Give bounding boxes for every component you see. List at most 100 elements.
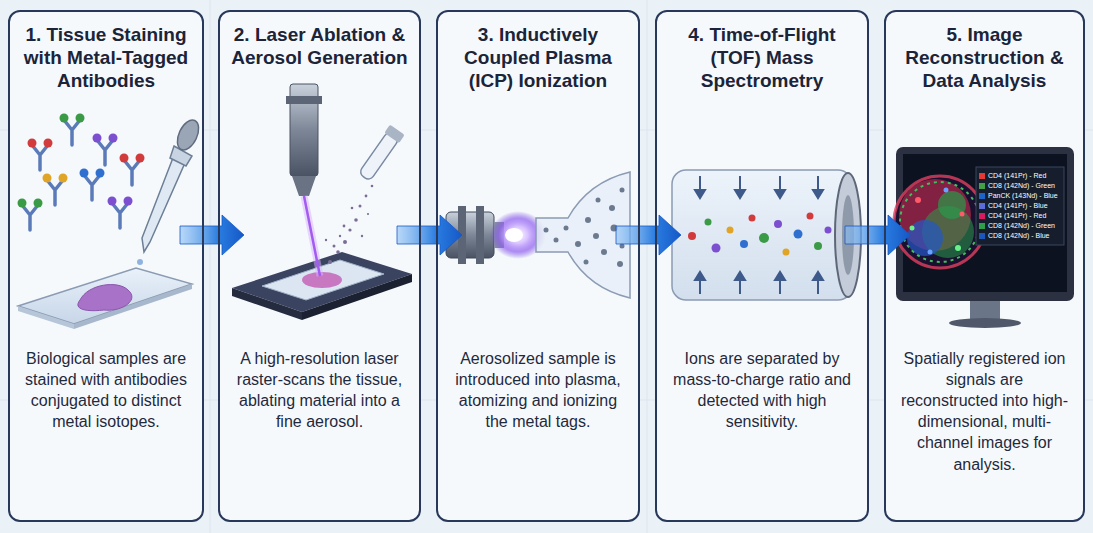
flow-arrow: [616, 215, 681, 255]
illustration-circle: [825, 227, 832, 234]
legend-swatch: [979, 233, 985, 239]
illustration-circle: [944, 188, 949, 193]
illustration-rect: [672, 170, 852, 300]
legend-label: CD8 (142Nd) - Green: [988, 221, 1055, 231]
legend-row: CD8 (142Nd) - Green: [979, 181, 1063, 191]
legend: CD4 (141Pr) - RedCD8 (142Nd) - GreenPanC…: [979, 171, 1063, 241]
legend-label: PanCK (143Nd) - Blue: [988, 191, 1058, 201]
illustration-circle: [915, 197, 921, 203]
illustration-circle: [814, 242, 822, 250]
illustration-circle: [575, 241, 581, 247]
legend-swatch: [979, 193, 985, 199]
flow-arrow: [845, 215, 910, 255]
illustration-line: [304, 196, 320, 276]
flow-arrow: [180, 215, 244, 255]
ion-particles: [544, 188, 625, 268]
legend-label: CD4 (141Pr) - Red: [988, 211, 1046, 221]
illustration-circle: [774, 220, 782, 228]
illustration-circle: [759, 233, 769, 243]
ions: [688, 213, 832, 256]
illustration-polygon: [695, 272, 705, 280]
illustration-circle: [359, 205, 362, 208]
illustration-rect: [436, 10, 640, 522]
illustration-circle: [96, 169, 105, 178]
illustration-path: [32, 145, 48, 170]
illustration-polygon: [292, 176, 316, 196]
illustration-ellipse: [505, 228, 523, 242]
illustration-circle: [80, 169, 89, 178]
illustration-path: [112, 203, 128, 228]
illustration-circle: [705, 219, 712, 226]
illustration-circle: [43, 174, 52, 183]
illustration-circle: [354, 218, 358, 222]
illustration-circle: [343, 240, 347, 244]
step-heading: 1. Tissue Staining with Metal-Tagged Ant…: [10, 24, 202, 92]
illustration-rect: [884, 10, 1085, 522]
legend-swatch: [979, 173, 985, 179]
illustration-rect: [8, 10, 204, 522]
legend-label: CD4 (141Pr) - Blue: [988, 201, 1048, 211]
tissue-image: [894, 176, 986, 268]
illustration-circle: [910, 226, 915, 231]
illustration-circle: [554, 238, 559, 243]
illustration-line: [304, 196, 320, 276]
legend-row: CD4 (141Pr) - Blue: [979, 201, 1063, 211]
illustration-ellipse: [173, 117, 203, 154]
step-heading: 4. Time-of-Flight (TOF) Mass Spectrometr…: [657, 24, 867, 92]
step-description: A high-resolution laser raster-scans the…: [220, 348, 419, 432]
illustration-circle: [60, 114, 69, 123]
illustration-circle: [333, 245, 336, 248]
illustration-polygon: [813, 272, 823, 280]
illustration-circle: [351, 207, 354, 210]
ablation-stage: [232, 252, 412, 320]
illustration-circle: [336, 250, 340, 254]
illustration-circle: [108, 197, 117, 206]
illustration-circle: [601, 249, 607, 255]
illustration-polygon: [74, 284, 192, 329]
illustration-circle: [794, 230, 803, 239]
illustration-circle: [109, 134, 118, 143]
illustration-circle: [76, 114, 85, 123]
legend-swatch: [979, 183, 985, 189]
illustration-rect: [384, 125, 404, 144]
legend-label: CD8 (142Nd) - Blue: [988, 231, 1049, 241]
field-arrows: [695, 176, 823, 294]
step-description: Spatially registered ion signals are rec…: [886, 348, 1083, 475]
legend-row: CD8 (142Nd) - Blue: [979, 231, 1063, 241]
illustration-circle: [137, 259, 143, 265]
illustration-circle: [955, 245, 961, 251]
legend-panel: [976, 167, 1064, 245]
illustration-circle: [807, 213, 814, 220]
illustration-circle: [365, 195, 368, 198]
illustration-circle: [900, 182, 980, 262]
illustration-path: [84, 175, 100, 200]
illustration-circle: [136, 154, 145, 163]
process-panel: 3. Inductively Coupled Plasma (ICP) Ioni…: [436, 10, 640, 522]
legend-row: CD4 (141Pr) - Red: [979, 171, 1063, 181]
illustration-path: [47, 180, 63, 205]
illustration-circle: [361, 235, 363, 237]
illustration-circle: [620, 188, 625, 193]
illustration-circle: [120, 154, 129, 163]
illustration-circle: [960, 212, 965, 217]
legend-label: CD4 (141Pr) - Red: [988, 171, 1046, 181]
step-description: Aerosolized sample is introduced into pl…: [438, 348, 638, 432]
illustration-circle: [371, 185, 374, 188]
illustration-circle: [617, 261, 623, 267]
metal-tags: [18, 114, 145, 208]
illustration-rect: [286, 96, 322, 104]
illustration-circle: [339, 235, 341, 237]
step-heading: 5. Image Reconstruction & Data Analysis: [886, 24, 1083, 92]
legend-swatch: [979, 223, 985, 229]
illustration-circle: [544, 228, 549, 233]
illustration-circle: [59, 174, 68, 183]
illustration-circle: [609, 205, 615, 211]
illustration-circle: [727, 227, 734, 234]
illustration-circle: [688, 232, 696, 240]
illustration-polygon: [262, 260, 384, 300]
illustration-circle: [325, 239, 327, 241]
illustration-rect: [655, 10, 869, 522]
illustration-circle: [44, 139, 53, 148]
